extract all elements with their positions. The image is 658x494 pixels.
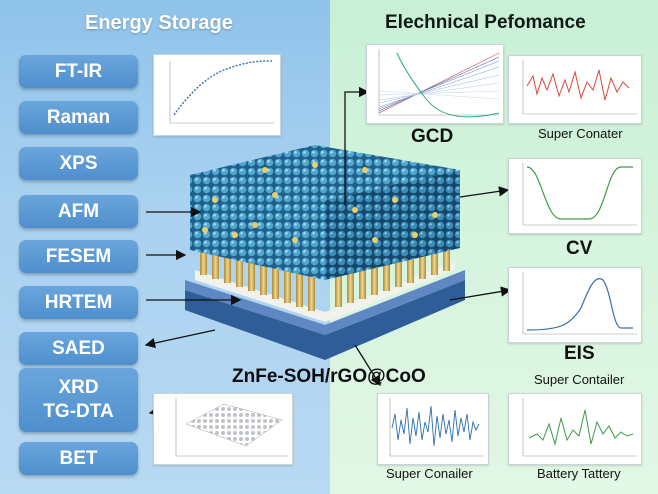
chart-eis <box>508 267 642 343</box>
super-conater-line <box>526 69 630 101</box>
chart-super-conailer <box>377 393 489 465</box>
technique-fesem: FESEM <box>19 240 138 273</box>
energy-curve-line <box>173 60 273 116</box>
super-conailer-label: Super Conailer <box>386 466 473 481</box>
technique-xrd: XRD <box>58 377 99 398</box>
cv-line <box>526 166 633 220</box>
cube-top-face <box>190 145 460 200</box>
chart-super-conater <box>508 55 642 124</box>
chart-energy-curve <box>153 54 281 136</box>
arrow-saed <box>144 329 216 349</box>
technique-xps: XPS <box>19 147 138 180</box>
technique-hrtem: HRTEM <box>19 286 138 319</box>
arrow-bottom <box>354 344 381 387</box>
battery-tattery-label: Battery Tattery <box>537 466 621 481</box>
energy-storage-heading: Energy Storage <box>85 12 233 34</box>
chart-xrd-3d <box>153 393 293 465</box>
battery-tattery-line <box>528 409 634 446</box>
super-conailer-line <box>391 405 480 447</box>
super-conater-label: Super Conater <box>538 126 623 141</box>
technique-afm: AFM <box>19 195 138 228</box>
arrow-eis <box>449 286 512 301</box>
gcd-label: GCD <box>411 126 454 147</box>
technique-xrd-tgdta: XRD TG-DTA <box>19 368 138 432</box>
technique-ftir: FT-IR <box>19 55 138 88</box>
white-layer <box>195 262 455 322</box>
base-plate <box>185 280 465 360</box>
material-structure-illustration <box>185 145 465 360</box>
pillar-array <box>200 236 450 311</box>
super-contailer-label: Super Contailer <box>534 372 625 387</box>
cube-front-face <box>190 175 325 280</box>
arrow-gcd <box>344 86 370 205</box>
gcd-lines <box>378 52 500 118</box>
chart-gcd <box>366 44 504 124</box>
eis-line <box>526 278 633 331</box>
yellow-particles <box>202 162 438 243</box>
electrical-performance-heading: Elechnical Pefomance <box>385 12 586 33</box>
cv-label: CV <box>566 238 593 259</box>
eis-label: EIS <box>564 343 595 364</box>
chart-battery-tattery <box>508 393 642 465</box>
arrow-cv <box>459 186 510 198</box>
technique-bet: BET <box>19 442 138 475</box>
mesh-surface <box>185 403 283 447</box>
technique-saed: SAED <box>19 332 138 365</box>
cube-side-face <box>325 170 460 280</box>
chart-cv <box>508 158 642 234</box>
technique-tgdta: TG-DTA <box>43 401 114 422</box>
technique-raman: Raman <box>19 101 138 134</box>
